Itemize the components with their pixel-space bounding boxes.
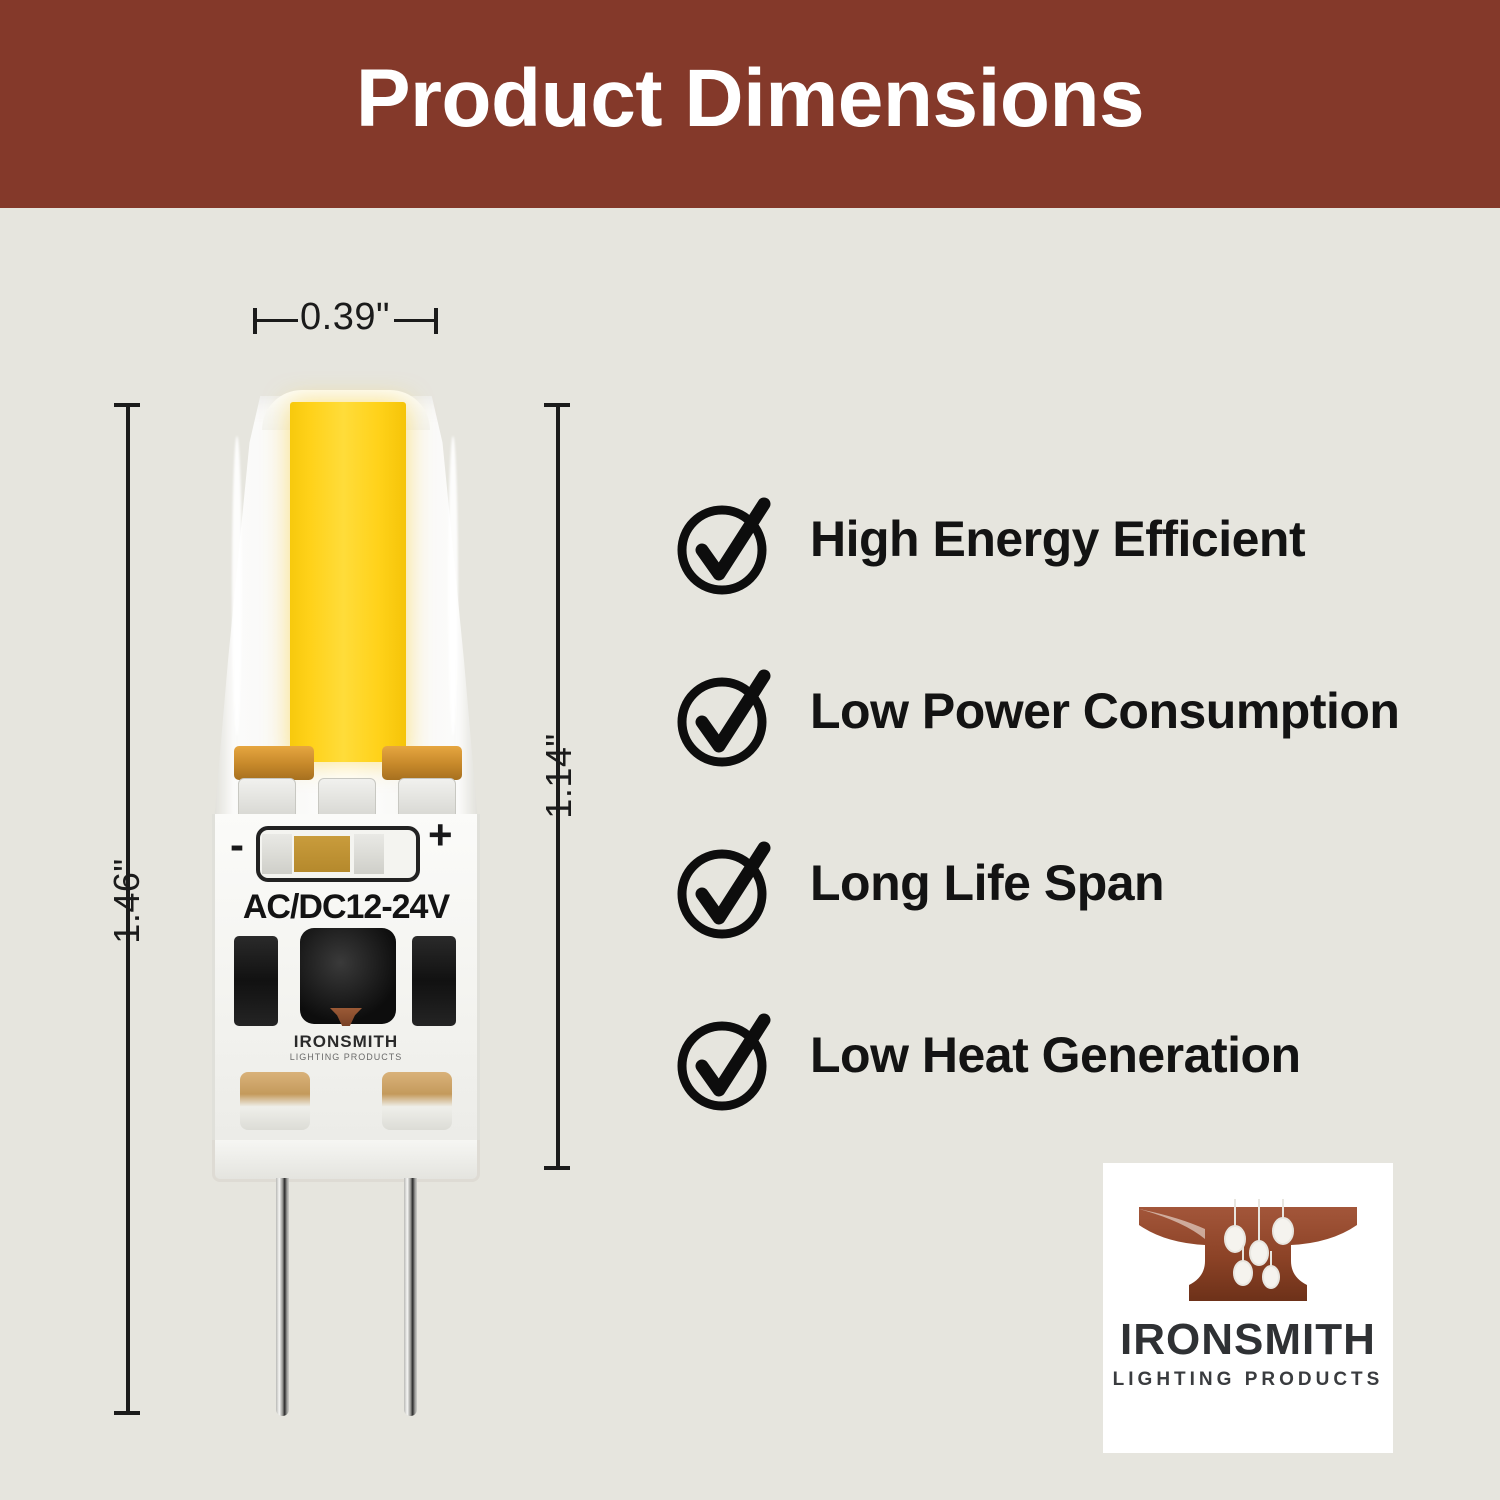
- dimension-line-body-height: [556, 403, 560, 1170]
- feature-item-high-energy-efficient: High Energy Efficient: [672, 490, 1432, 662]
- check-circle-icon: [672, 838, 776, 942]
- logo-tagline: LIGHTING PRODUCTS: [1112, 1369, 1384, 1390]
- reflector-pocket-mid: [318, 778, 376, 820]
- dimension-label-overall-height: 1.46": [106, 858, 147, 944]
- pcb-brand-imprint: IRONSMITH: [293, 1032, 399, 1051]
- dimension-cap-body-height-top: [544, 403, 570, 407]
- brand-logo-card: IRONSMITH LIGHTING PRODUCTS: [1103, 1163, 1393, 1453]
- reflector-pocket-right: [398, 778, 456, 820]
- logo-wordmark: IRONSMITH: [1120, 1315, 1376, 1364]
- dimension-line-width-left: [256, 319, 298, 322]
- dimension-cap-overall-height-top: [114, 403, 140, 407]
- header-banner: Product Dimensions: [0, 0, 1500, 208]
- lead-frame-left: [234, 746, 314, 780]
- feature-label: Low Power Consumption: [810, 683, 1400, 739]
- smd-capacitor-left: [234, 936, 278, 1026]
- feature-label: High Energy Efficient: [810, 511, 1306, 567]
- check-circle-icon: [672, 494, 776, 598]
- feature-list: High Energy Efficient Low Power Consumpt…: [672, 490, 1432, 1178]
- dimension-line-width-right: [394, 319, 436, 322]
- feature-item-low-heat-generation: Low Heat Generation: [672, 1006, 1432, 1178]
- check-circle-icon: [672, 1010, 776, 1114]
- feature-item-low-power-consumption: Low Power Consumption: [672, 662, 1432, 834]
- dimension-cap-overall-height-bottom: [114, 1411, 140, 1415]
- chip-resistor-terminal-left: [262, 834, 292, 874]
- chip-resistor-body: [294, 836, 350, 872]
- bulb-base-skirt: [212, 1140, 480, 1182]
- dimension-label-body-height: 1.14": [538, 733, 579, 819]
- cob-led-emitter: [290, 402, 406, 762]
- g4-pin-left: [276, 1178, 289, 1416]
- dimension-cap-width-left: [253, 308, 257, 334]
- page-title: Product Dimensions: [355, 53, 1145, 144]
- polarity-positive-mark: +: [428, 811, 453, 858]
- solder-pad-right: [382, 1072, 452, 1130]
- g4-pin-right: [404, 1178, 417, 1416]
- capsule-reflection-left: [232, 436, 242, 736]
- dimension-label-width: 0.39": [300, 296, 390, 338]
- capsule-reflection-right: [448, 436, 458, 736]
- product-image-g4-led-bulb: - + AC/DC12-24V IRONSMITH LIGHTING PRODU…: [196, 390, 496, 1416]
- feature-label: Low Heat Generation: [810, 1027, 1301, 1083]
- feature-label: Long Life Span: [810, 855, 1165, 911]
- pcb-brand-imprint-sub: LIGHTING PRODUCTS: [289, 1052, 403, 1062]
- lead-frame-right: [382, 746, 462, 780]
- feature-item-long-life-span: Long Life Span: [672, 834, 1432, 1006]
- anvil-with-bulbs-icon: [1131, 1199, 1365, 1309]
- solder-pad-left: [240, 1072, 310, 1130]
- chip-resistor-terminal-right: [354, 834, 384, 874]
- dimension-cap-body-height-bottom: [544, 1166, 570, 1170]
- smd-capacitor-right: [412, 936, 456, 1026]
- polarity-negative-mark: -: [230, 821, 244, 868]
- check-circle-icon: [672, 666, 776, 770]
- dimension-cap-width-right: [434, 308, 438, 334]
- pcb-voltage-label: AC/DC12-24V: [242, 888, 450, 926]
- dimension-line-overall-height: [126, 403, 130, 1415]
